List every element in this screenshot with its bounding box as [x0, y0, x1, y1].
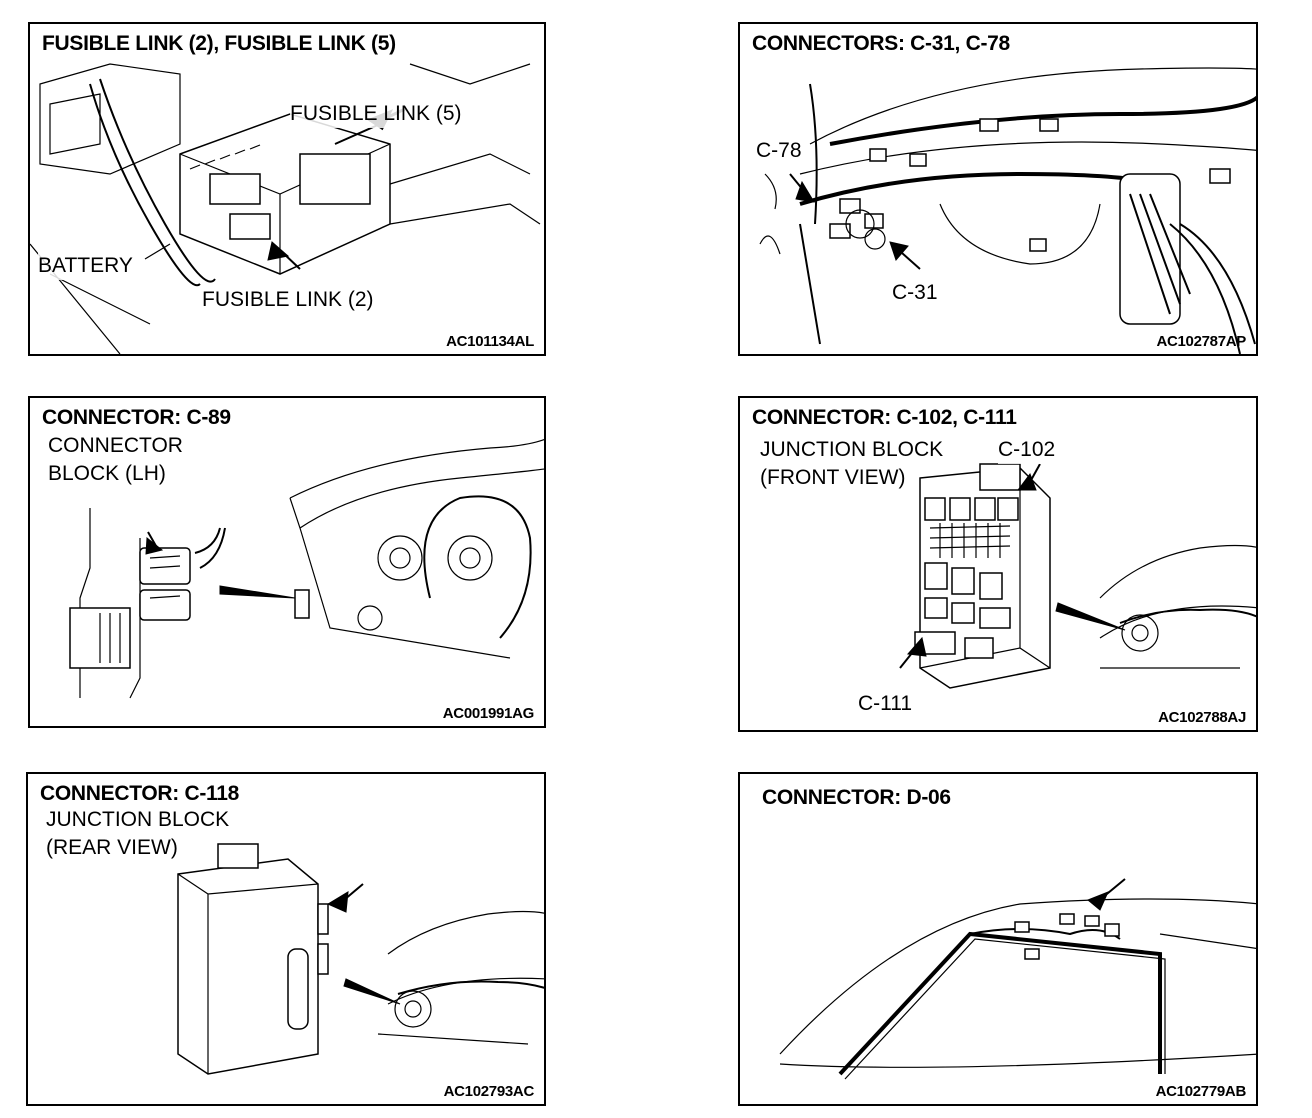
connector-block-illustration [69, 438, 544, 699]
panel-title: FUSIBLE LINK (2), FUSIBLE LINK (5) [42, 32, 396, 55]
panel-title: CONNECTOR: C-102, C-111 [752, 406, 1017, 429]
panel-title: CONNECTOR: D-06 [762, 786, 951, 809]
figure-code: AC102788AJ [1158, 709, 1246, 726]
panel-connector-c118: CONNECTOR: C-118 JUNCTION BLOCK (REAR VI… [26, 772, 546, 1106]
junction-block-front-illustration [899, 463, 1256, 689]
panel-fusible-link: FUSIBLE LINK (2), FUSIBLE LINK (5) FUSIB… [28, 22, 546, 356]
dashboard-harness-illustration [759, 67, 1256, 354]
panel-connectors-c31-c78: CONNECTORS: C-31, C-78 C-78 C-31 AC10278… [738, 22, 1258, 356]
panel-title: CONNECTOR: C-118 [40, 782, 240, 805]
label-battery: BATTERY [38, 252, 133, 280]
roof-harness-illustration [779, 878, 1256, 1080]
label-junction-block: JUNCTION BLOCK [760, 436, 944, 464]
panel-connector-c89: CONNECTOR: C-89 CONNECTOR BLOCK (LH) AC0… [28, 396, 546, 728]
junction-block-rear-illustration [177, 843, 544, 1075]
label-rear-view: (REAR VIEW) [46, 834, 178, 862]
label-fusible-link-5: FUSIBLE LINK (5) [290, 100, 462, 128]
panel-connector-c102-c111: CONNECTOR: C-102, C-111 JUNCTION BLOCK (… [738, 396, 1258, 732]
figure-code: AC102779AB [1155, 1083, 1247, 1100]
label-c-31: C-31 [892, 279, 938, 307]
panel-title: CONNECTOR: C-89 [42, 406, 231, 429]
label-fusible-link-2: FUSIBLE LINK (2) [202, 286, 374, 314]
label-junction-block: JUNCTION BLOCK [46, 806, 230, 834]
label-c-102: C-102 [998, 436, 1056, 464]
label-c-111: C-111 [858, 690, 913, 718]
panel-title: CONNECTORS: C-31, C-78 [752, 32, 1010, 55]
figure-code: AC101134AL [446, 333, 534, 350]
label-c-78: C-78 [756, 137, 802, 165]
label-block-lh: BLOCK (LH) [48, 460, 166, 488]
label-connector: CONNECTOR [48, 432, 183, 460]
figure-code: AC102787AP [1156, 333, 1246, 350]
fusible-link-illustration [30, 63, 541, 354]
label-front-view: (FRONT VIEW) [760, 464, 906, 492]
figure-code: AC102793AC [443, 1083, 535, 1100]
panel-connector-d06: CONNECTOR: D-06 AC102779AB [738, 772, 1258, 1106]
figure-code: AC001991AG [442, 705, 535, 722]
